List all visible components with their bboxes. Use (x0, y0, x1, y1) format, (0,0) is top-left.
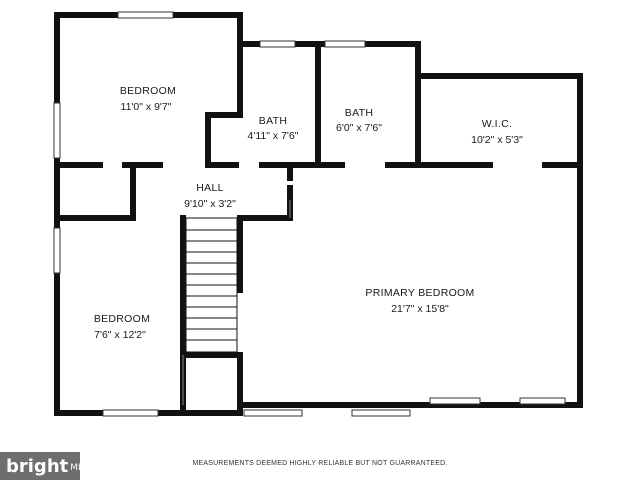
disclaimer: MEASUREMENTS DEEMED HIGHLY RELIABLE BUT … (192, 460, 448, 467)
window (102, 409, 159, 417)
window (259, 40, 296, 48)
logo-suffix: MLS (70, 463, 89, 473)
window (53, 102, 61, 159)
hall-top-wall (282, 162, 293, 181)
floor-plan: BEDROOM 11'0" x 9'7" BATH 4'11" x 7'6" B… (53, 11, 583, 417)
room-dimensions: 4'11" x 7'6" (248, 130, 299, 142)
room-dimensions: 11'0" x 9'7" (121, 101, 172, 113)
window (351, 409, 411, 417)
room-dimensions: 10'2" x 5'3" (471, 134, 523, 146)
stairs (185, 217, 238, 353)
room-dimensions: 7'6" x 12'2" (94, 329, 146, 341)
outer-wall (54, 12, 583, 416)
room-dimensions: 9'10" x 3'2" (184, 198, 236, 210)
thin-lines (182, 200, 291, 405)
window (429, 397, 481, 405)
room-name: BATH (259, 115, 287, 127)
hall-bottom-wall (237, 185, 293, 221)
room-name: BATH (345, 107, 373, 119)
bath1-left-wall (205, 41, 243, 168)
room-labels: BEDROOM 11'0" x 9'7" BATH 4'11" x 7'6" B… (94, 85, 523, 341)
windows (53, 11, 566, 417)
window (243, 409, 303, 417)
room-name: W.I.C. (482, 118, 512, 130)
closet-wall (54, 162, 136, 221)
window (324, 40, 366, 48)
bright-mls-logo: bright MLS (0, 452, 89, 480)
window (53, 227, 61, 274)
window (519, 397, 566, 405)
room-name: HALL (196, 182, 223, 194)
walls (54, 12, 583, 416)
room-dimensions: 6'0" x 7'6" (336, 122, 382, 134)
logo-word: bright (6, 455, 69, 477)
room-name: PRIMARY BEDROOM (365, 287, 474, 299)
room-name: BEDROOM (94, 313, 150, 325)
window (117, 11, 174, 19)
room-name: BEDROOM (120, 85, 176, 97)
room-dimensions: 21'7" x 15'8" (391, 303, 449, 315)
